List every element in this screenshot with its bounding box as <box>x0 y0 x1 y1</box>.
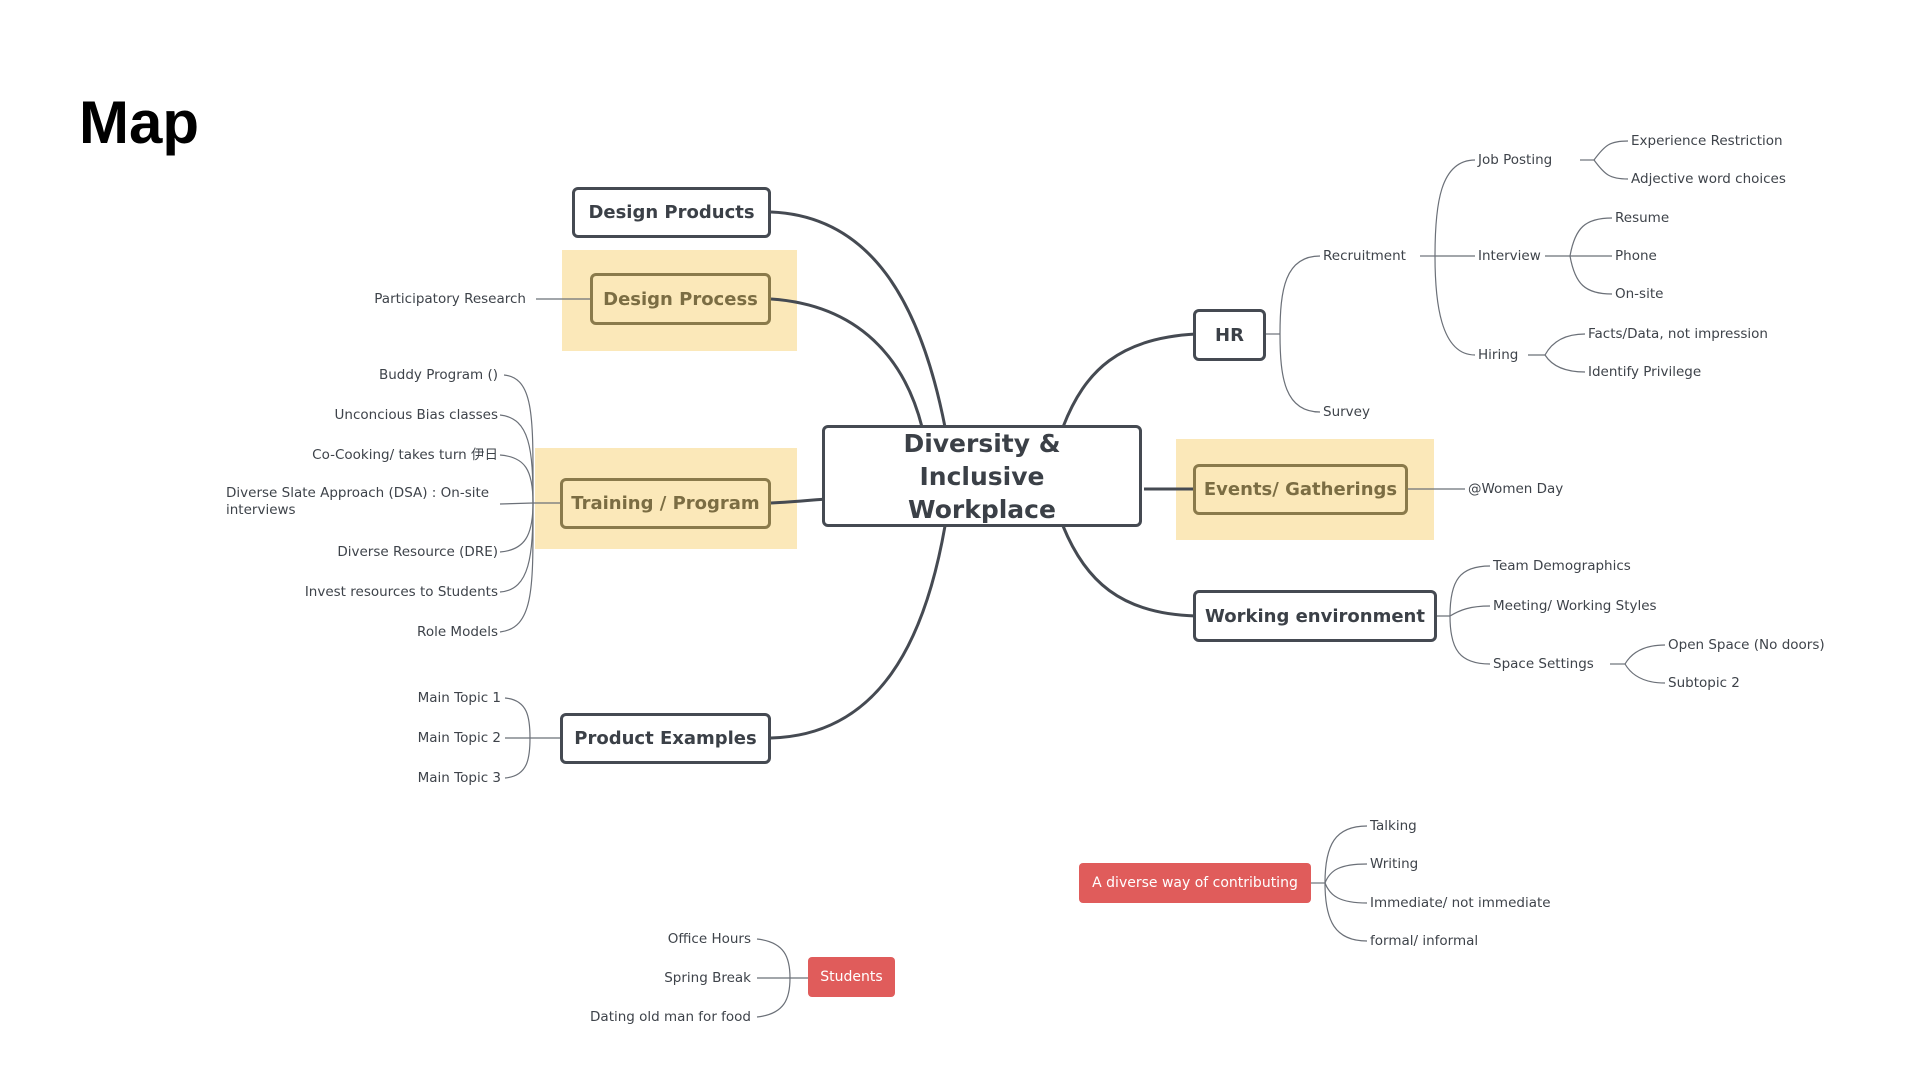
design-process-highlight <box>562 250 797 351</box>
space-settings-subtopic[interactable]: Subtopic 2 <box>1668 675 1740 691</box>
floating-topic-students[interactable]: Students <box>808 957 895 997</box>
topic-training-program[interactable]: Training / Program <box>560 478 771 529</box>
hr-hiring-subtopic[interactable]: Facts/Data, not impression <box>1588 326 1768 342</box>
hr-hiring-subtopic[interactable]: Identify Privilege <box>1588 364 1702 380</box>
page-title: Map <box>79 89 199 156</box>
training-subtopic[interactable]: Buddy Program () <box>378 367 498 383</box>
hr-interview-subtopic[interactable]: Resume <box>1615 210 1670 226</box>
topic-events-gatherings-label: Events/ Gatherings <box>1203 479 1398 500</box>
topic-working-environment-label: Working environment <box>1205 605 1425 627</box>
space-settings-subtopic[interactable]: Open Space (No doors) <box>1668 637 1825 653</box>
topic-working-environment[interactable]: Working environment <box>1193 590 1437 642</box>
contributing-subtopic[interactable]: Writing <box>1370 856 1419 872</box>
training-program-highlight <box>535 448 797 549</box>
central-topic[interactable]: Diversity & Inclusive Workplace <box>822 425 1142 527</box>
topic-hr-label: HR <box>1215 324 1244 346</box>
working-env-space-settings[interactable]: Space Settings <box>1493 656 1594 672</box>
floating-topic-students-label: Students <box>820 969 883 985</box>
contributing-subtopic[interactable]: formal/ informal <box>1370 933 1479 949</box>
central-topic-label: Diversity & Inclusive Workplace <box>903 428 1061 524</box>
training-subtopic[interactable]: Invest resources to Students <box>304 584 498 600</box>
students-subtopic[interactable]: Spring Break <box>664 970 751 986</box>
topic-product-examples-label: Product Examples <box>574 728 757 749</box>
topic-events-gatherings[interactable]: Events/ Gatherings <box>1193 464 1408 515</box>
topic-design-products[interactable]: Design Products <box>572 187 771 238</box>
product-examples-subtopic[interactable]: Main Topic 2 <box>417 730 501 746</box>
product-examples-subtopic[interactable]: Main Topic 1 <box>417 690 501 706</box>
hr-job-posting-subtopic[interactable]: Adjective word choices <box>1631 171 1786 187</box>
working-env-meeting-styles[interactable]: Meeting/ Working Styles <box>1493 598 1657 614</box>
students-subtopic[interactable]: Office Hours <box>667 931 751 947</box>
floating-topic-contributing[interactable]: A diverse way of contributing <box>1079 863 1311 903</box>
hr-survey[interactable]: Survey <box>1323 404 1370 420</box>
training-subtopic[interactable]: Role Models <box>417 624 498 640</box>
hr-job-posting-subtopic[interactable]: Experience Restriction <box>1631 133 1783 149</box>
topic-design-process[interactable]: Design Process <box>590 273 771 325</box>
training-subtopic[interactable]: Unconcious Bias classes <box>334 407 498 423</box>
product-examples-subtopic[interactable]: Main Topic 3 <box>417 770 501 786</box>
hr-recruitment[interactable]: Recruitment <box>1323 248 1406 264</box>
hr-job-posting[interactable]: Job Posting <box>1478 152 1553 168</box>
topic-design-products-label: Design Products <box>588 202 755 223</box>
contributing-subtopic[interactable]: Talking <box>1370 818 1417 834</box>
hr-interview-subtopic[interactable]: On-site <box>1615 286 1664 302</box>
design-process-subtopic[interactable]: Participatory Research <box>374 291 526 307</box>
training-subtopic[interactable]: Diverse Slate Approach (DSA) : On-site i… <box>226 485 490 518</box>
training-subtopic[interactable]: Diverse Resource (DRE) <box>337 544 498 560</box>
floating-topic-contributing-label: A diverse way of contributing <box>1092 875 1298 891</box>
topic-training-program-label: Training / Program <box>571 493 760 514</box>
training-subtopic[interactable]: Co-Cooking/ takes turn 伊日 <box>312 447 498 463</box>
topic-hr[interactable]: HR <box>1193 309 1266 361</box>
working-env-team-demographics[interactable]: Team Demographics <box>1493 558 1631 574</box>
topic-design-process-label: Design Process <box>603 288 758 310</box>
hr-hiring[interactable]: Hiring <box>1478 347 1519 363</box>
contributing-subtopic[interactable]: Immediate/ not immediate <box>1370 895 1551 911</box>
events-gatherings-highlight <box>1176 439 1434 540</box>
students-subtopic[interactable]: Dating old man for food <box>590 1009 751 1025</box>
hr-interview-subtopic[interactable]: Phone <box>1615 248 1657 264</box>
hr-interview[interactable]: Interview <box>1478 248 1541 264</box>
events-subtopic[interactable]: @Women Day <box>1468 481 1564 497</box>
topic-product-examples[interactable]: Product Examples <box>560 713 771 764</box>
